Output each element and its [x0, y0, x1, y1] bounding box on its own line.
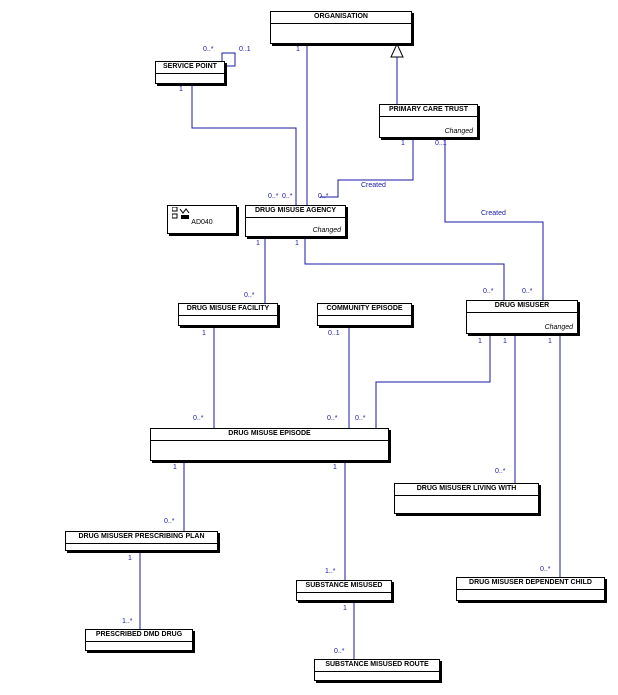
multiplicity-label: 1 — [548, 338, 552, 345]
class-name: DRUG MISUSER DEPENDENT CHILD — [457, 578, 604, 590]
multiplicity-label: 1 — [295, 240, 299, 247]
class-drug-misuser-dependent-child[interactable]: DRUG MISUSER DEPENDENT CHILD — [456, 577, 605, 601]
multiplicity-label: 0..* — [318, 193, 329, 200]
association-role-label: Created — [481, 210, 506, 217]
class-name: DRUG MISUSER — [467, 301, 577, 313]
class-name: SUBSTANCE MISUSED ROUTE — [315, 660, 439, 672]
multiplicity-label: 1..* — [325, 568, 336, 575]
multiplicity-label: 1 — [173, 464, 177, 471]
multiplicity-label: 0..* — [244, 292, 255, 299]
class-stereotype: Changed — [444, 128, 473, 135]
multiplicity-label: 0..* — [483, 288, 494, 295]
class-prescribed-dmd-drug[interactable]: PRESCRIBED DMD DRUG — [85, 629, 193, 651]
misuser-episode-association — [375, 334, 491, 428]
class-stereotype: Changed — [312, 227, 341, 234]
class-drug-misuser[interactable]: DRUG MISUSER Changed — [466, 300, 578, 334]
class-primary-care-trust[interactable]: PRIMARY CARE TRUST Changed — [379, 104, 478, 138]
class-name: DRUG MISUSER PRESCRIBING PLAN — [66, 532, 217, 544]
class-organisation[interactable]: ORGANISATION — [270, 11, 412, 44]
multiplicity-label: 0..* — [522, 288, 533, 295]
multiplicity-label: 0..* — [203, 46, 214, 53]
multiplicity-label: 0..* — [268, 193, 279, 200]
class-substance-misused[interactable]: SUBSTANCE MISUSED — [296, 580, 392, 601]
class-name: SERVICE POINT — [156, 62, 224, 74]
multiplicity-label: 0..1 — [328, 330, 340, 337]
pct-misuser-association — [444, 138, 544, 300]
class-name: PRESCRIBED DMD DRUG — [86, 630, 192, 642]
class-name: DRUG MISUSE FACILITY — [179, 304, 277, 316]
class-name: SUBSTANCE MISUSED — [297, 581, 391, 593]
multiplicity-label: 0..* — [334, 648, 345, 655]
class-name: DRUG MISUSER LIVING WITH — [395, 484, 538, 496]
class-drug-misuser-living-with[interactable]: DRUG MISUSER LIVING WITH — [394, 483, 539, 514]
multiplicity-label: 0..1 — [435, 140, 447, 147]
multiplicity-label: 1 — [343, 605, 347, 612]
package-ad040[interactable]: AD040 — [167, 205, 237, 234]
class-drug-misuser-prescribing-plan[interactable]: DRUG MISUSER PRESCRIBING PLAN — [65, 531, 218, 551]
multiplicity-label: 1 — [333, 464, 337, 471]
class-stereotype: Changed — [544, 324, 573, 331]
generalization-arrowhead — [390, 42, 404, 58]
package-icon — [172, 207, 190, 219]
class-community-episode[interactable]: COMMUNITY EPISODE — [317, 303, 412, 326]
association-role-label: Created — [361, 182, 386, 189]
multiplicity-label: 0..* — [327, 415, 338, 422]
multiplicity-label: 1 — [401, 140, 405, 147]
multiplicity-label: 1 — [478, 338, 482, 345]
class-name: COMMUNITY EPISODE — [318, 304, 411, 316]
class-name: DRUG MISUSE AGENCY — [246, 206, 345, 218]
multiplicity-label: 1..* — [122, 618, 133, 625]
multiplicity-label: 0..* — [193, 415, 204, 422]
multiplicity-label: 0..* — [495, 468, 506, 475]
multiplicity-label: 0..1 — [239, 46, 251, 53]
multiplicity-label: 0..* — [540, 566, 551, 573]
pct-agency-association — [320, 138, 414, 198]
multiplicity-label: 0..* — [164, 518, 175, 525]
multiplicity-label: 1 — [256, 240, 260, 247]
multiplicity-label: 1 — [128, 555, 132, 562]
class-service-point[interactable]: SERVICE POINT — [155, 61, 225, 84]
service-point-agency-association — [191, 84, 297, 205]
class-drug-misuse-facility[interactable]: DRUG MISUSE FACILITY — [178, 303, 278, 326]
multiplicity-label: 1 — [179, 86, 183, 93]
class-substance-misused-route[interactable]: SUBSTANCE MISUSED ROUTE — [314, 659, 440, 681]
multiplicity-label: 0..* — [282, 193, 293, 200]
multiplicity-label: 1 — [296, 46, 300, 53]
class-drug-misuse-agency[interactable]: DRUG MISUSE AGENCY Changed — [245, 205, 346, 237]
class-drug-misuse-episode[interactable]: DRUG MISUSE EPISODE — [150, 428, 389, 461]
multiplicity-label: 1 — [202, 330, 206, 337]
package-name: AD040 — [191, 219, 213, 226]
agency-misuser-association — [304, 237, 505, 300]
service-point-self-association — [221, 52, 236, 67]
multiplicity-label: 0..* — [355, 415, 366, 422]
class-name: DRUG MISUSE EPISODE — [151, 429, 388, 441]
class-name: ORGANISATION — [271, 12, 411, 24]
multiplicity-label: 1 — [503, 338, 507, 345]
class-name: PRIMARY CARE TRUST — [380, 105, 477, 117]
